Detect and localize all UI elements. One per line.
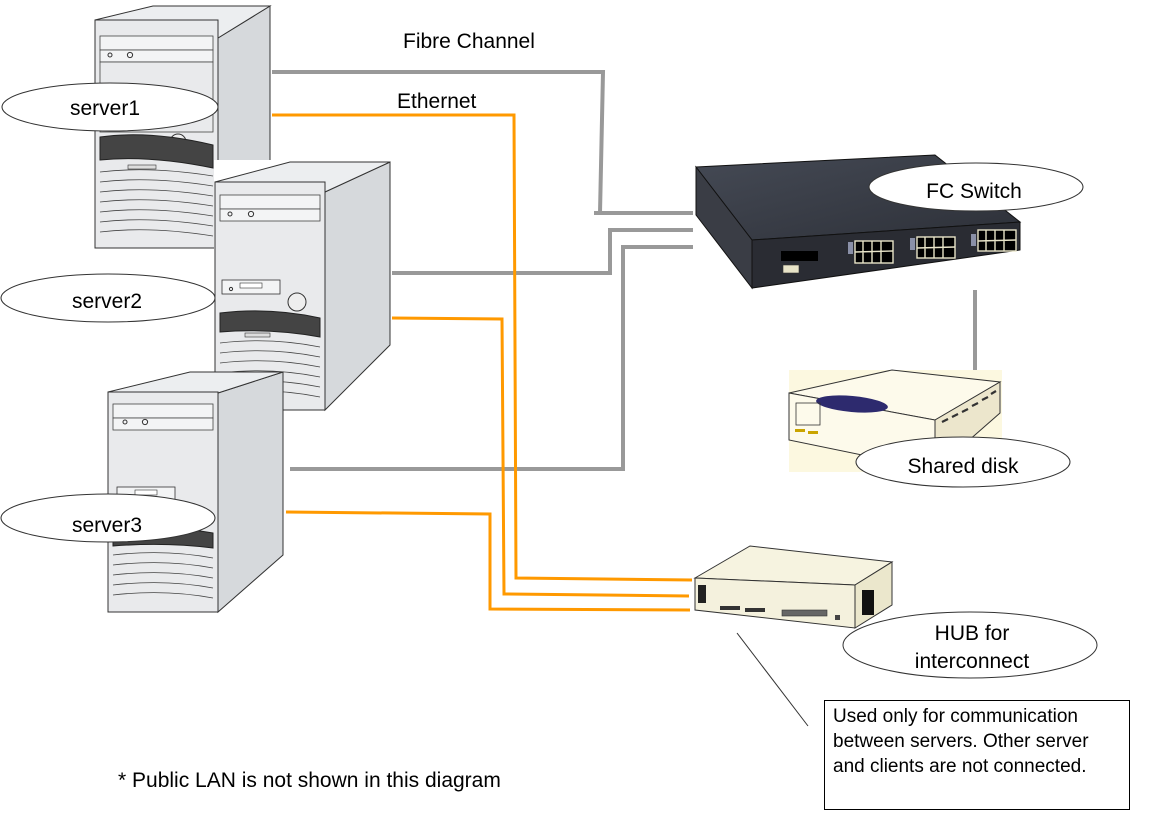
- server3-label-text: server3: [72, 514, 142, 537]
- hub-icon: [693, 545, 894, 629]
- fc-switch-label-text: FC Switch: [926, 180, 1022, 203]
- fc-cable-server3: [290, 245, 693, 471]
- hub-label-line2: interconnect: [915, 650, 1030, 673]
- server3-label: server3: [0, 493, 216, 543]
- callout-line3: and clients are not connected.: [833, 756, 1087, 777]
- fibre-channel-cables: [272, 70, 977, 471]
- footnote: * Public LAN is not shown in this diagra…: [118, 769, 501, 792]
- hub-label: HUB for interconnect: [842, 611, 1098, 679]
- shared-disk-label-text: Shared disk: [908, 455, 1019, 478]
- server3-tower-icon: [107, 371, 284, 614]
- eth-cable-server2: [391, 316, 690, 598]
- fibre-channel-label: Fibre Channel: [403, 30, 535, 53]
- hub-callout-box: Used only for communication between serv…: [824, 700, 1130, 810]
- eth-cable-server1: [272, 113, 693, 582]
- server2-label: server2: [0, 273, 216, 323]
- shared-disk-label: Shared disk: [855, 436, 1071, 488]
- hub-label-line1: HUB for: [935, 622, 1010, 645]
- eth-cable-server3: [285, 510, 691, 612]
- ethernet-label: Ethernet: [397, 90, 477, 113]
- server1-label: server1: [1, 82, 219, 132]
- server2-label-text: server2: [72, 290, 142, 313]
- fc-switch-label: FC Switch: [868, 162, 1084, 212]
- fc-cable-server2: [392, 228, 693, 275]
- callout-pointer-line: [736, 632, 809, 727]
- fc-switch-icon: [695, 154, 1022, 290]
- callout-line1: Used only for communication: [833, 706, 1078, 727]
- callout-line2: between servers. Other server: [833, 731, 1089, 752]
- ethernet-cables: [272, 113, 693, 612]
- server2-tower-icon: [214, 160, 391, 412]
- fc-switch-ports: [848, 229, 1017, 264]
- server1-label-text: server1: [70, 97, 140, 120]
